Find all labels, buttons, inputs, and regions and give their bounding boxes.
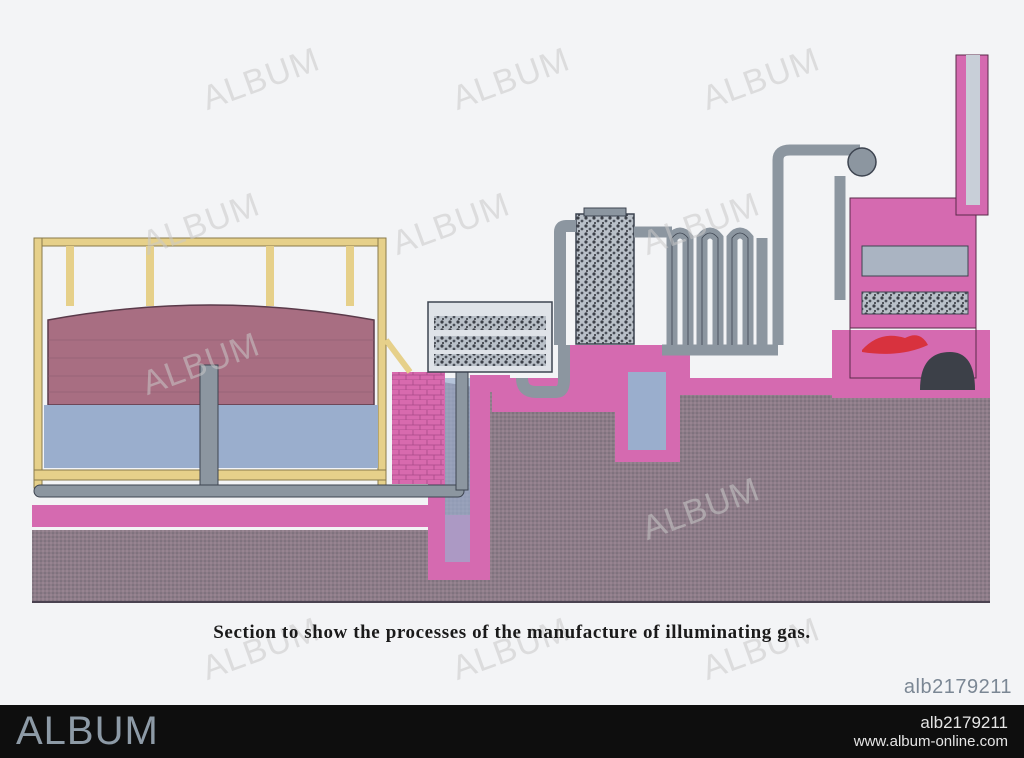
brick-wall xyxy=(392,372,444,484)
fire xyxy=(862,335,928,354)
foundation-strip xyxy=(32,505,442,527)
inlet-pipe xyxy=(33,484,465,498)
footer-url-link[interactable]: www.album-online.com xyxy=(853,733,1008,750)
footer-image-id: alb2179211 xyxy=(920,713,1008,732)
figure-caption: Section to show the processes of the man… xyxy=(213,622,811,643)
gasholder-frame xyxy=(33,237,387,247)
condenser xyxy=(634,226,778,356)
image-canvas: ALBUM ALBUM ALBUM ALBUM ALBUM ALBUM ALBU… xyxy=(32,40,1012,698)
ground-section xyxy=(32,380,990,603)
album-logo[interactable]: ALBUM xyxy=(16,709,159,753)
scrubber-tower xyxy=(575,213,635,345)
gasholder-bell xyxy=(47,304,375,406)
stock-image-id: alb2179211 xyxy=(903,676,1012,698)
footer-bar: ALBUM alb2179211 www.album-online.com xyxy=(0,705,1024,758)
gas-works-section-illustration xyxy=(32,54,990,603)
